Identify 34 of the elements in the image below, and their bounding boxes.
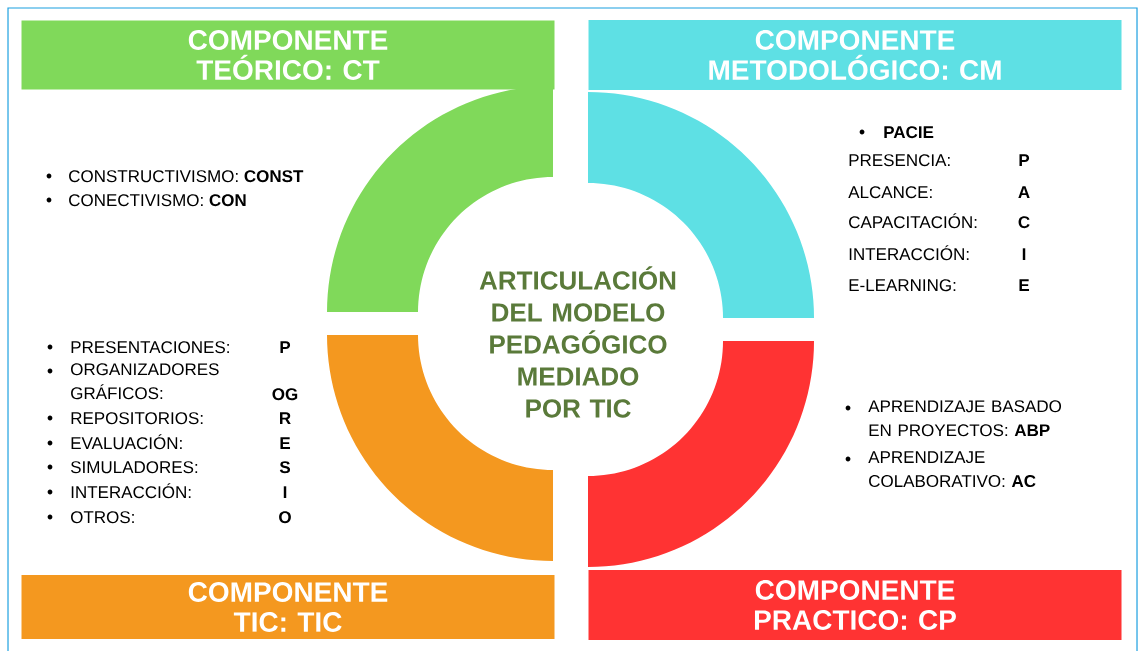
header-band: COMPONENTE TEÓRICO: CT (21, 20, 555, 90)
list-item: REPOSITORIOS: (71, 412, 203, 425)
list-item: ALCANCE: (848, 186, 932, 199)
abbreviation: R (280, 412, 291, 424)
list-item: E-LEARNING: (849, 279, 956, 292)
center-text: ARTICULACIÓN DEL MODELO PEDAGÓGICO MEDIADO POR TIC (479, 266, 676, 418)
abbreviation: I (1022, 248, 1026, 260)
abbreviation: I (283, 486, 287, 498)
list-item: PACIE (884, 126, 934, 139)
list-item: INTERACCIÓN: (71, 483, 191, 499)
abbreviation: E (1019, 279, 1029, 291)
list-item: INTERACCIÓN: (849, 245, 969, 261)
header-band: COMPONENTE TIC: TIC (21, 575, 555, 639)
list-item: ORGANIZADORES GRÁFICOS: (71, 363, 219, 400)
list-item: APRENDIZAJE BASADO EN PROYECTOS: ABP (868, 400, 1062, 437)
list-item: EVALUACIÓN: (71, 434, 182, 450)
abbreviation: A (1018, 186, 1030, 198)
header-band: COMPONENTE PRACTICO: CP (588, 570, 1122, 640)
abbreviation: E (280, 437, 290, 449)
list-item: CONSTRUCTIVISMO: CONST (69, 170, 304, 183)
list-item: APRENDIZAJE COLABORATIVO: AC (868, 451, 1036, 488)
abbreviation: OG (272, 388, 298, 401)
list-item: OTROS: (71, 511, 134, 524)
list-item: SIMULADORES: (70, 461, 198, 474)
list-item: CAPACITACIÓN: (849, 213, 977, 229)
list-item: CONECTIVISMO: CON (69, 194, 246, 207)
abbreviation: C (1018, 216, 1030, 229)
abbreviation: S (279, 461, 290, 474)
abbreviation: O (279, 511, 291, 524)
list-item: PRESENTACIONES: (71, 341, 229, 354)
list-item: PRESENCIA: (849, 154, 950, 167)
header-band: COMPONENTE METODOLÓGICO: CM (588, 20, 1122, 90)
abbreviation: P (1019, 154, 1030, 166)
abbreviation: P (280, 341, 291, 353)
